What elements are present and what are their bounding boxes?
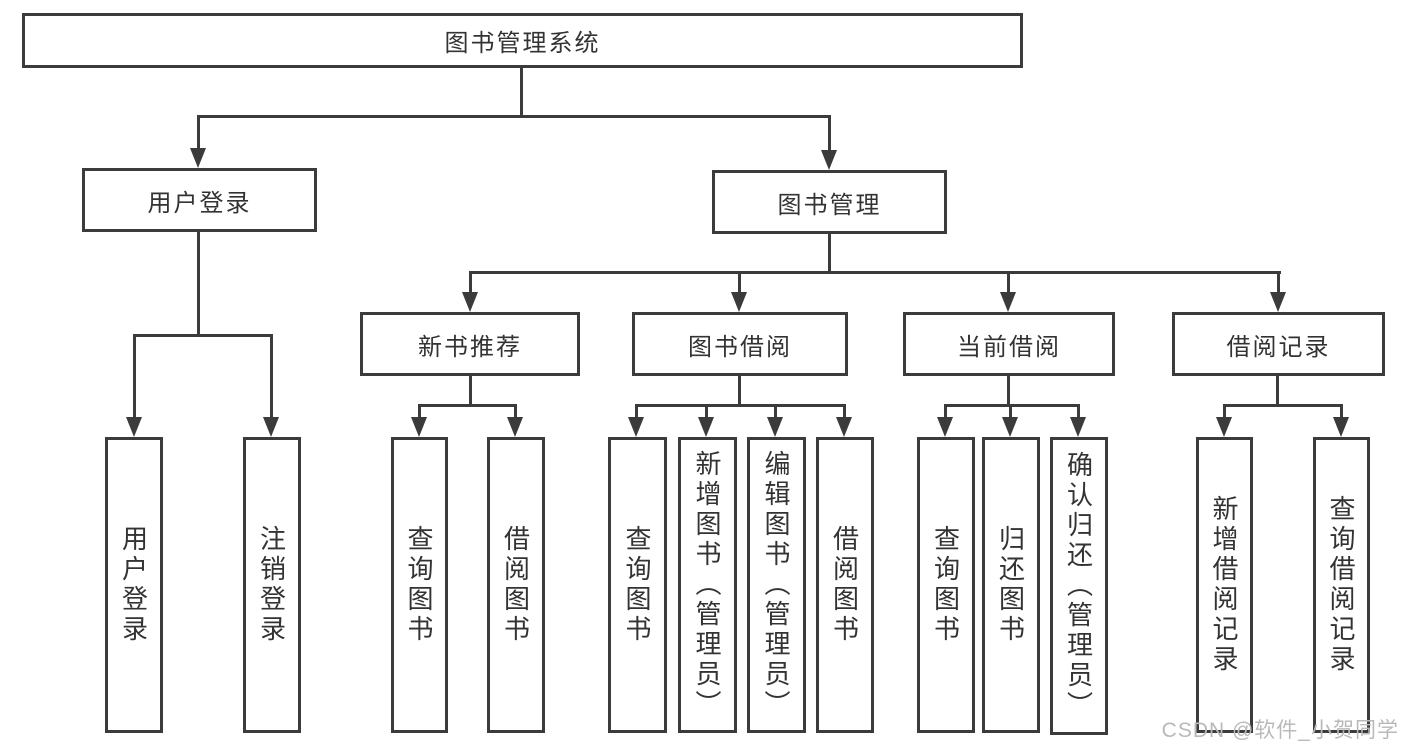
node-return-book: 归还图书 xyxy=(982,437,1040,733)
node-label: 归还图书 xyxy=(995,525,1026,645)
connector-vline xyxy=(1276,376,1279,407)
arrow-down-icon xyxy=(126,417,142,437)
node-label: 确认归还（管理员） xyxy=(1063,451,1094,721)
connector-vline xyxy=(520,68,523,118)
node-label: 用户登录 xyxy=(147,189,252,217)
connector-vline xyxy=(774,404,777,419)
connector-hline xyxy=(1223,404,1343,407)
node-query-borrow-record: 查询借阅记录 xyxy=(1313,437,1370,733)
node-label: 新增借阅记录 xyxy=(1209,495,1239,675)
node-add-book-admin: 新增图书（管理员） xyxy=(678,437,737,733)
connector-vline xyxy=(1340,404,1343,419)
node-borrow-books: 借阅图书 xyxy=(487,437,545,733)
connector-vline xyxy=(270,334,273,418)
connector-hline xyxy=(133,334,273,337)
node-label: 图书管理系统 xyxy=(444,30,601,57)
connector-vline xyxy=(738,271,741,294)
connector-vline xyxy=(1223,404,1226,419)
node-label: 图书借阅 xyxy=(688,333,792,361)
connector-vline xyxy=(1077,404,1080,419)
node-query-books: 查询图书 xyxy=(608,437,667,733)
arrow-down-icon xyxy=(836,417,852,437)
node-edit-book-admin: 编辑图书（管理员） xyxy=(747,437,806,733)
node-label: 查询图书 xyxy=(930,525,961,645)
node-add-borrow-record: 新增借阅记录 xyxy=(1196,437,1253,733)
connector-vline xyxy=(133,334,136,418)
arrow-down-icon xyxy=(1333,417,1349,437)
connector-vline xyxy=(828,115,831,152)
node-label: 借阅图书 xyxy=(829,525,860,645)
connector-vline xyxy=(705,404,708,419)
arrow-down-icon xyxy=(1070,417,1086,437)
connector-vline xyxy=(197,232,200,337)
arrow-down-icon xyxy=(821,150,837,170)
connector-vline xyxy=(1007,271,1010,294)
node-label: 当前借阅 xyxy=(957,333,1061,361)
arrow-down-icon xyxy=(1002,417,1018,437)
node-library-system: 图书管理系统 xyxy=(22,13,1023,68)
arrow-down-icon xyxy=(507,417,523,437)
node-query-books: 查询图书 xyxy=(391,437,448,733)
arrow-down-icon xyxy=(1216,417,1232,437)
node-label: 新增图书（管理员） xyxy=(692,450,722,720)
arrow-down-icon xyxy=(190,148,206,168)
connector-vline xyxy=(197,115,200,150)
node-borrow-books: 借阅图书 xyxy=(816,437,874,733)
node-label: 借阅图书 xyxy=(500,525,531,645)
node-label: 图书管理 xyxy=(777,191,882,219)
connector-hline xyxy=(197,115,831,118)
connector-vline xyxy=(944,404,947,419)
connector-vline xyxy=(1007,376,1010,407)
connector-vline xyxy=(514,404,517,419)
arrow-down-icon xyxy=(731,292,747,312)
node-label: 借阅记录 xyxy=(1226,333,1331,361)
node-user-login-leaf: 用户登录 xyxy=(105,437,163,733)
watermark-text: CSDN @软件_小贺同学 xyxy=(1161,719,1399,742)
connector-vline xyxy=(469,271,472,294)
arrow-down-icon xyxy=(263,417,279,437)
connector-vline xyxy=(1277,271,1280,294)
arrow-down-icon xyxy=(462,292,478,312)
connector-hline xyxy=(418,404,517,407)
node-label: 查询图书 xyxy=(622,525,652,645)
node-confirm-return-admin: 确认归还（管理员） xyxy=(1050,437,1108,735)
connector-vline xyxy=(469,376,472,407)
node-borrow-records: 借阅记录 xyxy=(1172,312,1385,376)
node-label: 用户登录 xyxy=(118,525,149,645)
arrow-down-icon xyxy=(411,417,427,437)
node-user-login: 用户登录 xyxy=(82,168,317,232)
arrow-down-icon xyxy=(767,417,783,437)
node-logout: 注销登录 xyxy=(243,437,301,733)
arrow-down-icon xyxy=(698,417,714,437)
connector-vline xyxy=(828,234,831,274)
node-label: 编辑图书（管理员） xyxy=(761,450,791,720)
arrow-down-icon xyxy=(628,417,644,437)
node-new-book-recommend: 新书推荐 xyxy=(360,312,580,376)
connector-vline xyxy=(738,376,741,407)
connector-vline xyxy=(1009,404,1012,419)
node-label: 查询借阅记录 xyxy=(1326,495,1356,675)
node-label: 新书推荐 xyxy=(418,333,522,361)
node-book-borrowing: 图书借阅 xyxy=(632,312,848,376)
arrow-down-icon xyxy=(1270,292,1286,312)
node-current-borrowing: 当前借阅 xyxy=(903,312,1115,376)
connector-vline xyxy=(635,404,638,419)
node-query-books: 查询图书 xyxy=(917,437,975,733)
connector-hline xyxy=(944,404,1080,407)
connector-hline xyxy=(635,404,846,407)
node-label: 注销登录 xyxy=(256,525,287,645)
arrow-down-icon xyxy=(1000,292,1016,312)
node-book-management: 图书管理 xyxy=(712,170,947,234)
connector-vline xyxy=(418,404,421,419)
connector-vline xyxy=(843,404,846,419)
node-label: 查询图书 xyxy=(404,525,434,645)
arrow-down-icon xyxy=(937,417,953,437)
connector-hline xyxy=(469,271,1281,274)
